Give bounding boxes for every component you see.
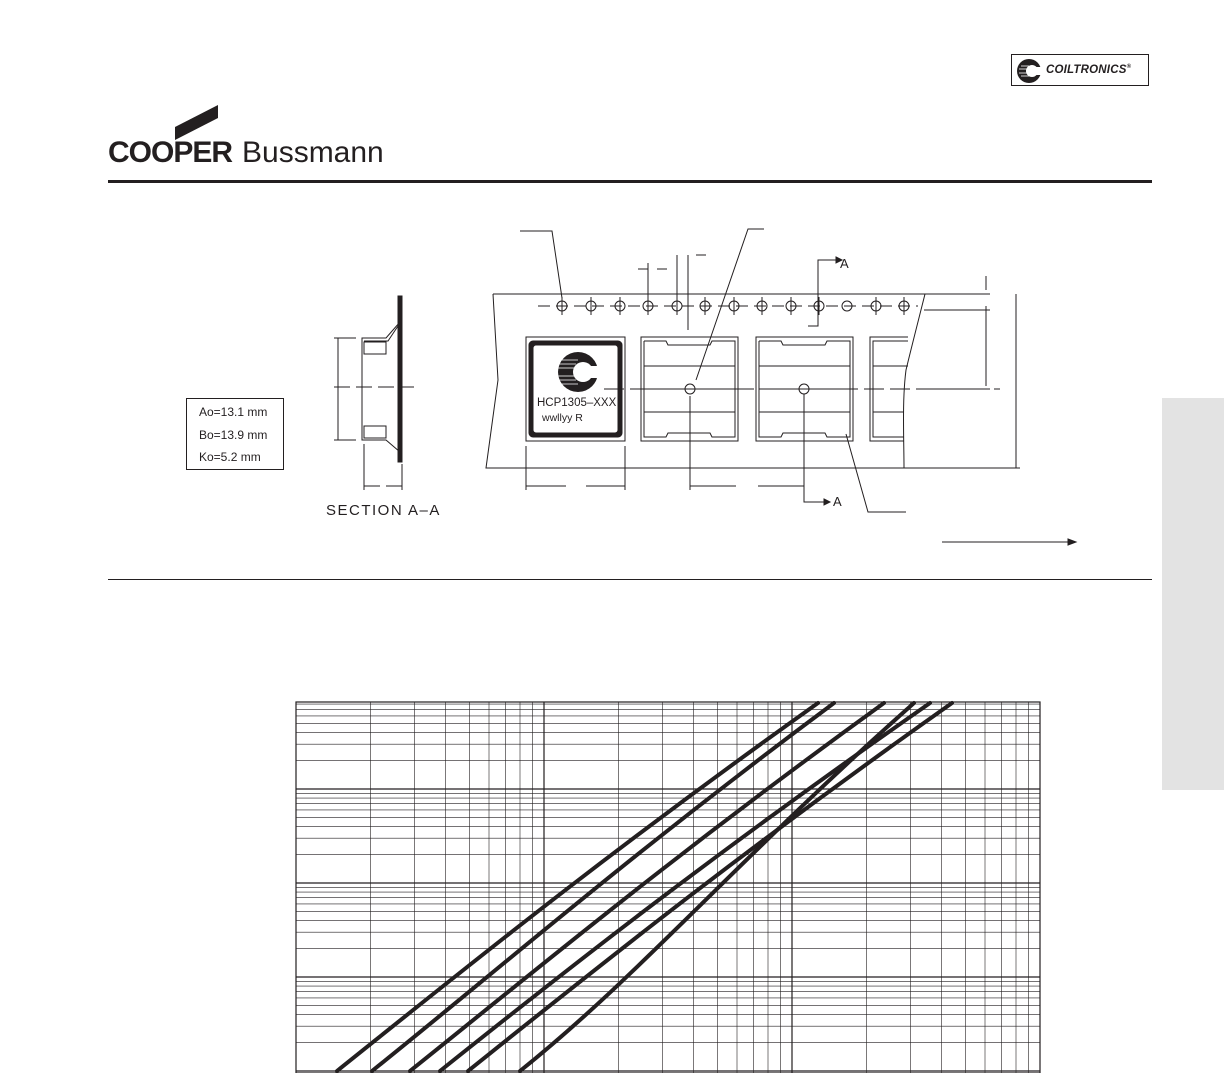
brand-cooper: COOPER — [108, 136, 233, 169]
part-c-logo-icon — [558, 352, 601, 392]
carrier-tape — [485, 293, 1020, 469]
graph-curve — [438, 701, 932, 1073]
sprocket-holes — [538, 297, 918, 315]
header-rule — [108, 180, 1152, 183]
cooper-slash-icon — [175, 105, 218, 140]
graph-curve — [370, 701, 836, 1073]
section-marker-top: A — [840, 256, 849, 271]
section-divider — [108, 579, 1152, 580]
empty-pocket-3 — [869, 336, 908, 442]
dimension-ao: Ao=13.1 mm — [199, 405, 268, 419]
section-marker-bottom: A — [833, 494, 842, 509]
dimension-ko: Ko=5.2 mm — [199, 450, 261, 464]
dimension-bo: Bo=13.9 mm — [199, 428, 268, 442]
side-tab — [1162, 398, 1224, 790]
pocket-dimensions-box: Ao=13.1 mm Bo=13.9 mm Ko=5.2 mm — [186, 398, 284, 470]
section-a-a-label: SECTION A–A — [326, 502, 441, 519]
graph-curve — [466, 701, 954, 1073]
graph-curve — [408, 701, 886, 1073]
date-code-marking: wwllyy R — [541, 412, 583, 424]
registered-mark: ® — [1126, 64, 1132, 71]
graph-curves — [335, 701, 954, 1073]
coiltronics-logo: COILTRONICS® — [1011, 54, 1149, 86]
coiltronics-name: COILTRONICS — [1046, 64, 1127, 76]
graph-frame — [295, 701, 1041, 1073]
brand-bussmann: Bussmann — [242, 136, 384, 169]
pocket-with-part — [525, 336, 626, 442]
horizontal-gridlines — [296, 703, 1040, 1072]
section-profile — [334, 295, 414, 490]
coiltronics-wordmark: COILTRONICS® — [1046, 64, 1131, 76]
graph-curve — [518, 701, 916, 1073]
vertical-gridlines — [295, 702, 1029, 1073]
empty-pocket-2 — [755, 336, 854, 442]
graph-curve — [335, 701, 820, 1073]
part-number-marking: HCP1305–XXX — [537, 397, 617, 409]
coiltronics-c-icon — [1017, 59, 1045, 83]
empty-pocket-1 — [640, 336, 739, 442]
